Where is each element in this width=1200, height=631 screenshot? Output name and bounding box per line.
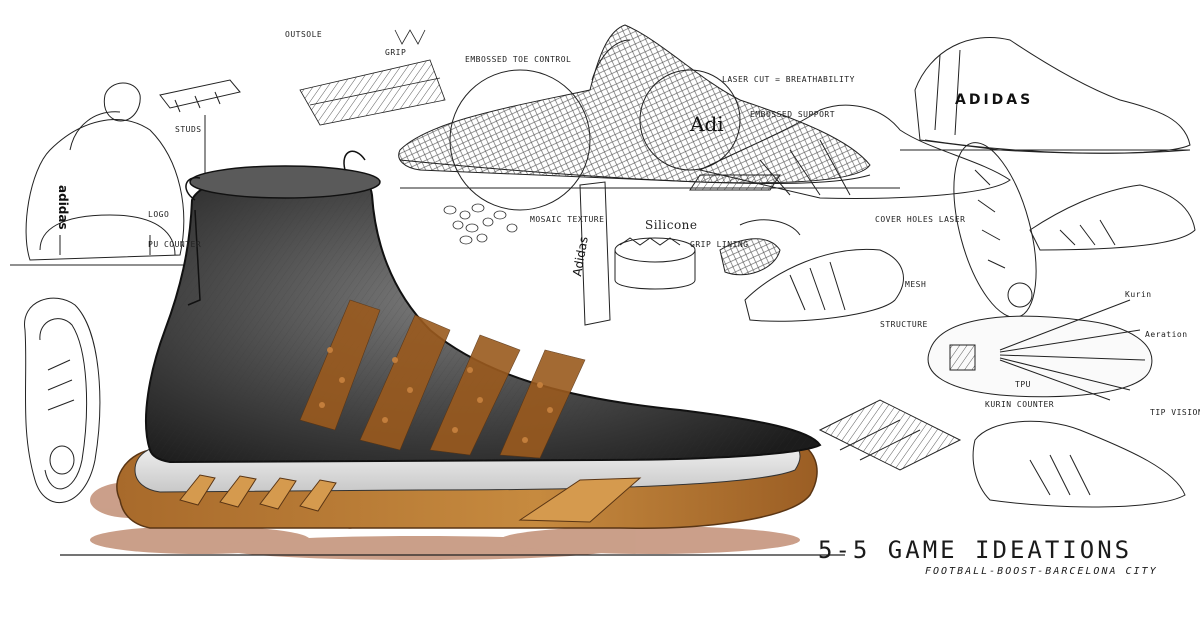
- silicone-grip-sketch: [614, 237, 696, 290]
- adi-brand-text: Adi: [690, 112, 724, 136]
- main-shoe-stripe-dots: [319, 347, 553, 443]
- outsole-grid-sketch: [299, 29, 446, 126]
- logo-label: LOGO: [148, 210, 170, 219]
- cleat-sole-sketch: [953, 142, 1037, 318]
- embossed-support-label: EMBOSSED SUPPORT: [750, 110, 836, 119]
- mosaic-texture-sketch: [443, 203, 518, 245]
- kurin-counter-label: KURIN COUNTER: [985, 400, 1055, 409]
- mesh-shoe-sketch: [719, 219, 904, 322]
- pu-counter-label: PU COUNTER: [148, 240, 202, 249]
- laser-cut-label: LASER CUT = BREATHABILITY: [722, 75, 855, 84]
- bladed-boot-sketch: [689, 104, 1011, 199]
- structure-label: STRUCTURE: [880, 320, 928, 329]
- white-shoe-sketch: [1029, 184, 1196, 251]
- outsole-label: OUTSOLE: [285, 30, 323, 39]
- embossed-toe-label: EMBOSSED TOE CONTROL: [465, 55, 572, 64]
- mosaic-texture-label: MOSAIC TEXTURE: [530, 215, 605, 224]
- sole-outline-sketch: [24, 297, 101, 504]
- tpu-label: TPU: [1015, 380, 1031, 389]
- adidas-shoe-sketch: [900, 36, 1191, 154]
- aeration-label: Aeration: [1145, 330, 1188, 339]
- blade-detail-sketch: [818, 399, 962, 471]
- page-title: 5-5 GAME IDEATIONS: [818, 536, 1133, 564]
- page-subtitle: FOOTBALL-BOOST-BARCELONA CITY: [925, 566, 1158, 577]
- heel-sketch: [10, 82, 200, 266]
- main-shoe-collar: [189, 165, 381, 199]
- silicone-label: Silicone: [645, 218, 698, 232]
- sock-shoe-sketch: [972, 420, 1186, 508]
- mesh-label: MESH: [905, 280, 927, 289]
- grip-label: GRIP: [385, 48, 407, 57]
- cover-holes-label: COVER HOLES LASER: [875, 215, 966, 224]
- main-shoe-pull-loops: [185, 150, 366, 306]
- main-shoe-blades: [179, 474, 642, 523]
- adidas-heel-text: adidas: [56, 185, 70, 230]
- adidas-shoe-text: ADIDAS: [955, 92, 1034, 108]
- studs-label: STUDS: [175, 125, 202, 134]
- main-shoe-stripes: [299, 299, 586, 459]
- adidas-strap-sketch: [579, 181, 611, 326]
- top-view-sole-sketch: [927, 299, 1153, 401]
- kurin-label: Kurin: [1125, 290, 1152, 299]
- grip-lining-label: GRIP LINING: [690, 240, 749, 249]
- tip-vision-label: TIP VISION: [1150, 408, 1200, 417]
